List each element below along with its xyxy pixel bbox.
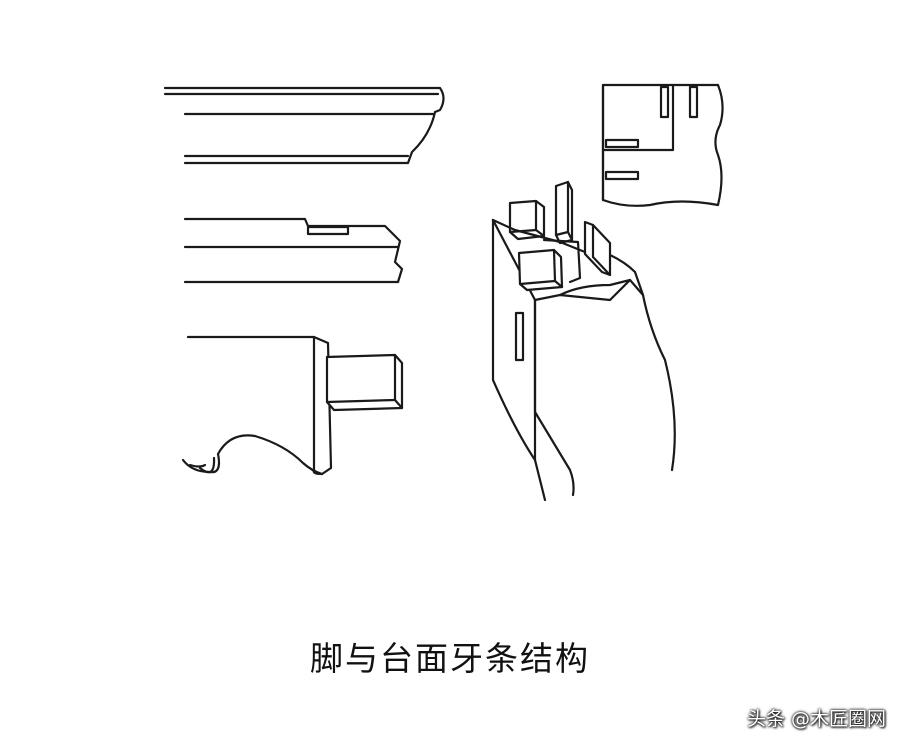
tabletop-underside-detail bbox=[601, 83, 724, 207]
detail-slot-vertical-1 bbox=[659, 85, 670, 119]
detail-slot-horizontal-2 bbox=[604, 170, 640, 181]
leg-side-mortise bbox=[514, 311, 525, 362]
leg-tenon-right bbox=[583, 220, 612, 277]
tabletop-molding bbox=[163, 86, 445, 165]
spandrel-board bbox=[181, 335, 404, 476]
leg bbox=[491, 180, 676, 502]
detail-slot-horizontal-1 bbox=[604, 138, 640, 149]
apron-board bbox=[183, 217, 404, 284]
detail-slot-vertical-2 bbox=[688, 85, 699, 119]
watermark: 头条 @木匠圈网 bbox=[746, 708, 886, 730]
apron-mortise-slot bbox=[306, 225, 350, 236]
diagram-caption: 脚与台面牙条结构 bbox=[310, 639, 590, 678]
